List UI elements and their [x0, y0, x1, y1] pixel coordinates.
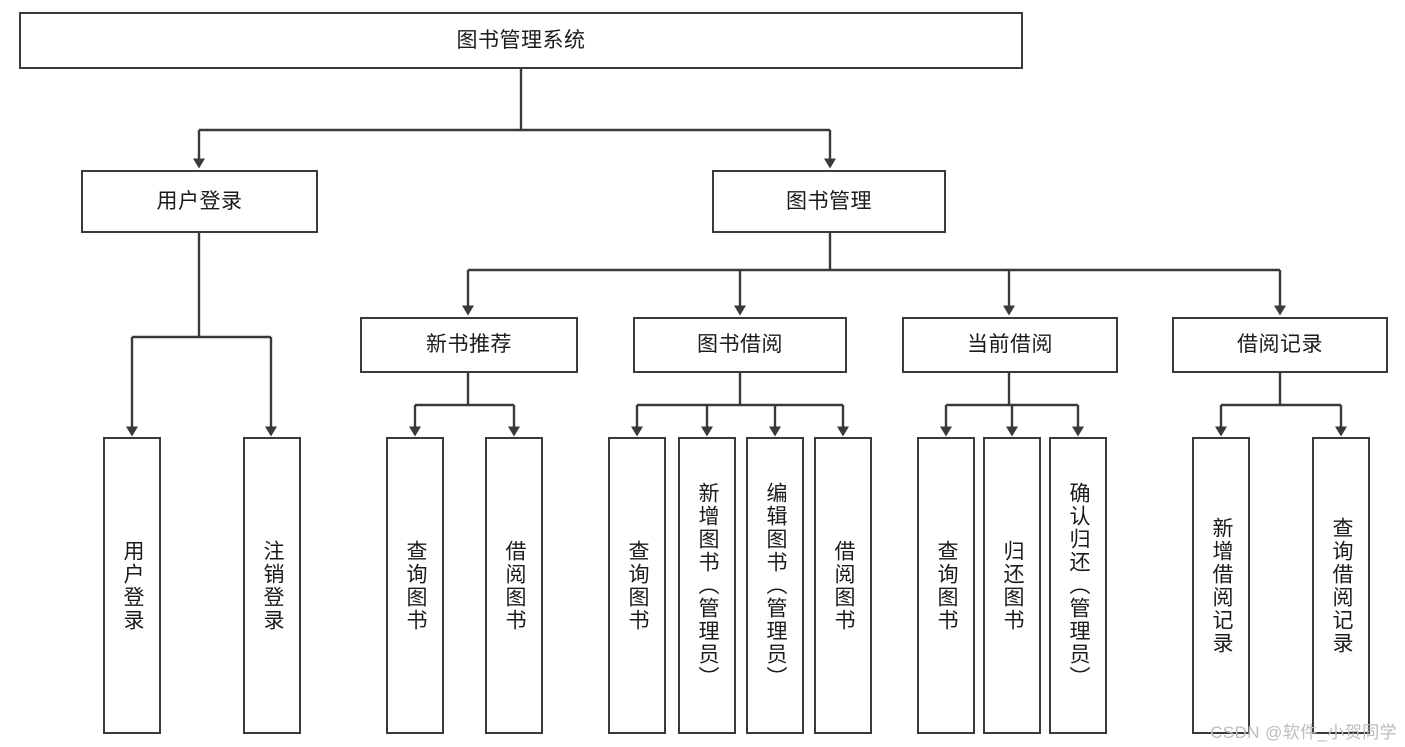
node-label: 借阅图书 — [831, 539, 855, 632]
node-label: 确认归还（管理员） — [1066, 482, 1090, 689]
node-borrowing-records[interactable]: 借阅记录 — [1172, 317, 1388, 373]
node-user-login[interactable]: 用户登录 — [81, 170, 318, 233]
node-root-library-system[interactable]: 图书管理系统 — [19, 12, 1023, 69]
node-current-borrowing[interactable]: 当前借阅 — [902, 317, 1118, 373]
leaf-current-borrow-query[interactable]: 查询图书 — [917, 437, 975, 734]
node-label: 编辑图书（管理员） — [763, 482, 787, 689]
leaf-user-login-signin[interactable]: 用户登录 — [103, 437, 161, 734]
leaf-book-borrow-edit-admin[interactable]: 编辑图书（管理员） — [746, 437, 804, 734]
node-label: 图书管理系统 — [456, 28, 586, 52]
node-label: 查询借阅记录 — [1329, 516, 1353, 655]
node-label: 用户登录 — [120, 539, 144, 632]
node-label: 归还图书 — [1000, 539, 1024, 632]
node-new-book-recommendation[interactable]: 新书推荐 — [360, 317, 578, 373]
node-label: 当前借阅 — [967, 333, 1053, 357]
node-label: 新增借阅记录 — [1209, 516, 1233, 655]
node-label: 图书借阅 — [697, 333, 783, 357]
node-label: 查询图书 — [934, 539, 958, 632]
node-label: 注销登录 — [260, 539, 284, 632]
node-label: 借阅记录 — [1237, 333, 1323, 357]
node-label: 借阅图书 — [502, 539, 526, 632]
csdn-watermark: CSDN @软件_小贺同学 — [1210, 723, 1397, 742]
leaf-book-borrow-borrow[interactable]: 借阅图书 — [814, 437, 872, 734]
node-label: 用户登录 — [156, 189, 243, 213]
leaf-current-borrow-return[interactable]: 归还图书 — [983, 437, 1041, 734]
leaf-borrow-record-query[interactable]: 查询借阅记录 — [1312, 437, 1370, 734]
leaf-current-borrow-confirm-return-admin[interactable]: 确认归还（管理员） — [1049, 437, 1107, 734]
leaf-borrow-record-add[interactable]: 新增借阅记录 — [1192, 437, 1250, 734]
node-label: 查询图书 — [625, 539, 649, 632]
leaf-book-borrow-add-admin[interactable]: 新增图书（管理员） — [678, 437, 736, 734]
node-book-management[interactable]: 图书管理 — [712, 170, 946, 233]
leaf-new-book-query[interactable]: 查询图书 — [386, 437, 444, 734]
node-label: 新增图书（管理员） — [695, 482, 719, 689]
leaf-new-book-borrow[interactable]: 借阅图书 — [485, 437, 543, 734]
node-label: 查询图书 — [403, 539, 427, 632]
node-label: 新书推荐 — [426, 333, 512, 357]
leaf-user-login-signout[interactable]: 注销登录 — [243, 437, 301, 734]
node-label: 图书管理 — [786, 189, 872, 213]
leaf-book-borrow-query[interactable]: 查询图书 — [608, 437, 666, 734]
node-book-borrowing[interactable]: 图书借阅 — [633, 317, 847, 373]
